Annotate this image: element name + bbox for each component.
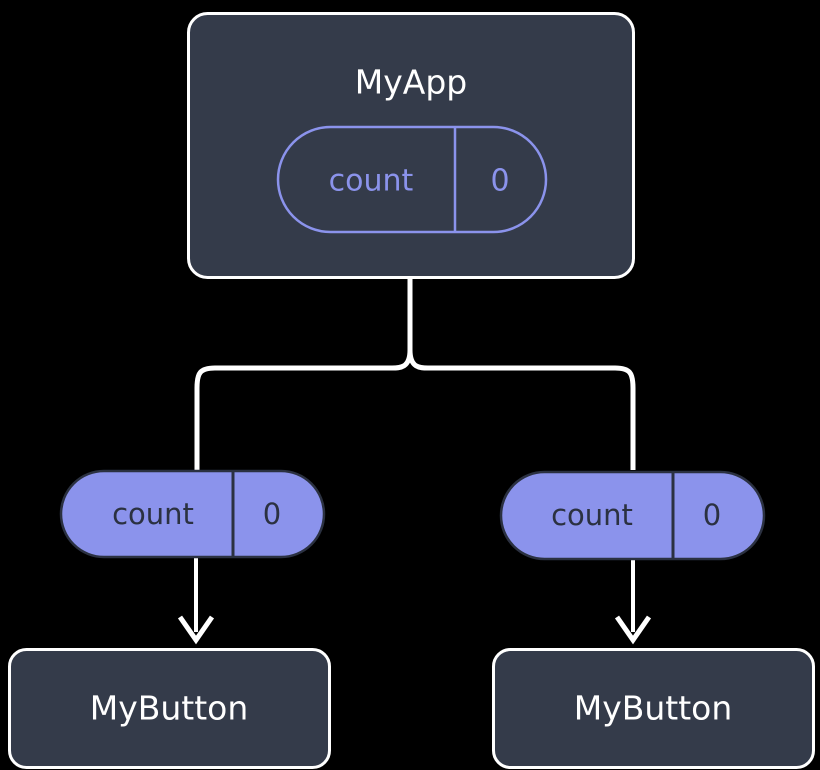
edge-branch-right: [407, 349, 636, 470]
prop-pill-right[interactable]: count 0: [499, 470, 766, 561]
prop-pill-left-key: count: [112, 497, 194, 531]
node-myapp-title: MyApp: [355, 63, 467, 102]
prop-pill-right-key: count: [551, 498, 633, 532]
state-pill-root[interactable]: count 0: [276, 125, 548, 234]
node-myapp[interactable]: MyApp count 0: [187, 12, 635, 279]
edge-branch-left: [194, 349, 413, 470]
state-pill-root-key: count: [329, 164, 414, 199]
prop-pill-left-value: 0: [263, 497, 281, 531]
prop-pill-left-shape: [59, 469, 326, 559]
state-pill-root-value: 0: [490, 164, 509, 199]
node-mybutton-left-box: [8, 648, 331, 769]
node-mybutton-left-title: MyButton: [90, 689, 249, 728]
state-pill-root-shape: [276, 125, 548, 234]
prop-pill-right-shape: [499, 470, 766, 561]
prop-pill-left[interactable]: count 0: [59, 469, 326, 559]
node-myapp-box: [187, 12, 635, 279]
node-mybutton-right-title: MyButton: [574, 689, 733, 728]
arrow-head-right-icon: [614, 615, 652, 645]
arrow-head-left-icon: [177, 615, 215, 645]
node-mybutton-left[interactable]: MyButton: [8, 648, 331, 769]
node-mybutton-right[interactable]: MyButton: [492, 648, 815, 769]
node-mybutton-right-box: [492, 648, 815, 769]
prop-pill-right-value: 0: [703, 498, 721, 532]
